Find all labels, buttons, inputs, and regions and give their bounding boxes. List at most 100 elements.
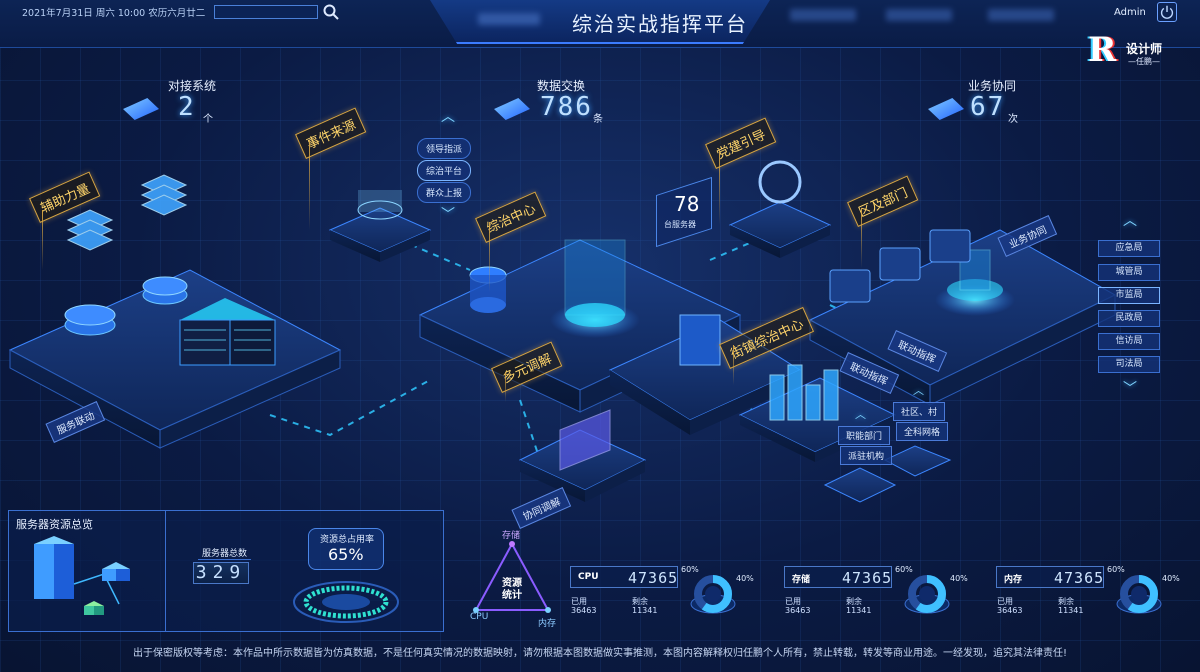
event-source-public[interactable]: 群众上报: [417, 182, 472, 203]
metric-value: 47365: [1054, 569, 1105, 587]
metric-left-label: 剩余: [632, 597, 648, 606]
arrow-up-icon: ︿: [855, 408, 866, 421]
dept-market[interactable]: 市监局: [1098, 287, 1160, 304]
metric-pct-left: 40%: [1162, 574, 1180, 583]
metric-used-value: 36463: [571, 606, 597, 615]
dept-civil[interactable]: 民政局: [1098, 310, 1160, 327]
metric-pct-left: 40%: [950, 574, 968, 583]
event-source-platform[interactable]: 综治平台: [417, 160, 472, 181]
stat-label-coop: 业务协同: [968, 79, 1017, 93]
triangle-right: 内存: [538, 619, 557, 629]
stat-label-exchange: 数据交换: [537, 79, 586, 93]
triangle-center-1: 资源: [502, 578, 522, 589]
logo-letter: R: [1088, 30, 1117, 70]
metric-pct-used: 60%: [1107, 565, 1125, 574]
usage-label: 资源总占用率: [320, 535, 375, 545]
metric-left-value: 11341: [1058, 606, 1084, 615]
server-total-label: 服务器总数: [198, 546, 252, 560]
metric-header-box: [996, 566, 1104, 588]
metric-used-label: 已用: [997, 597, 1013, 606]
metric-header-box: [570, 566, 678, 588]
metric-pct-left: 40%: [736, 574, 754, 583]
metric-used-label: 已用: [785, 597, 801, 606]
tag-line: [505, 372, 506, 402]
dept-petition[interactable]: 信访局: [1098, 333, 1160, 350]
dept-emergency[interactable]: 应急局: [1098, 240, 1160, 257]
dept-city-mgmt[interactable]: 城管局: [1098, 264, 1160, 281]
logo-subtext: —任鹏—: [1128, 57, 1160, 66]
stat-unit-coop: 次: [1008, 114, 1018, 125]
tag-line: [309, 140, 310, 230]
metric-used-label: 已用: [571, 597, 587, 606]
dept-justice[interactable]: 司法局: [1098, 356, 1160, 373]
arrow-down-icon: ﹀: [1123, 381, 1137, 397]
metric-pct-used: 60%: [895, 565, 913, 574]
metric-value: 47365: [628, 569, 679, 587]
blurred-nav-2: [886, 9, 952, 21]
blurred-nav-1: [790, 9, 856, 21]
metric-left-value: 11341: [632, 606, 658, 615]
usage-value: 65%: [328, 545, 364, 564]
metric-left-value: 11341: [846, 606, 872, 615]
power-icon[interactable]: [1157, 2, 1177, 22]
metric-pct-used: 60%: [681, 565, 699, 574]
stat-unit-exchange: 条: [593, 114, 603, 125]
datetime-text: 2021年7月31日 周六 10:00 农历六月廿二: [22, 8, 206, 19]
event-source-leader[interactable]: 领导指派: [417, 138, 472, 159]
server-count-value: 78: [674, 192, 700, 216]
blurred-nav-3: [988, 9, 1054, 21]
stat-value-exchange: 786: [540, 92, 593, 122]
server-total-value: 329: [193, 562, 249, 584]
stat-value-systems: 2: [178, 92, 196, 122]
metric-ring-chart: [904, 575, 950, 614]
arrow-up-icon: ︿: [441, 109, 455, 125]
triangle-top: 存储: [502, 531, 521, 541]
server-rack-icon: [34, 536, 130, 615]
metric-name: 内存: [1004, 575, 1023, 585]
resource-triangle: [473, 541, 551, 613]
metric-ring-fill: [694, 575, 732, 613]
usage-plate: [308, 528, 384, 570]
stat-diamond-icon: [117, 98, 166, 120]
metric-name: CPU: [578, 572, 599, 582]
tag-line: [489, 222, 490, 292]
metric-header-box: [784, 566, 892, 588]
arrow-up-icon: ︿: [1123, 213, 1137, 229]
metric-ring-chart: [690, 575, 736, 614]
tag-line: [719, 150, 720, 225]
server-count-label: 台服务器: [664, 220, 696, 229]
tag-line: [42, 210, 43, 270]
stat-diamond-icon: [922, 98, 971, 120]
stat-unit-systems: 个: [203, 114, 213, 125]
resource-panel-title: 服务器资源总览: [16, 518, 93, 531]
arrow-down-icon: ﹀: [441, 207, 455, 223]
metric-ring-chart: [1116, 575, 1162, 614]
usage-dial: [293, 581, 399, 623]
stat-label-systems: 对接系统: [168, 79, 217, 93]
metric-name: 存储: [792, 575, 811, 585]
triangle-center-2: 统计: [502, 590, 522, 601]
arrow-up-icon: ︿: [913, 384, 924, 397]
page-title: 综治实战指挥平台: [572, 12, 748, 36]
stat-value-coop: 67: [970, 92, 1006, 122]
panel-divider: [165, 510, 166, 632]
metric-value: 47365: [842, 569, 893, 587]
tag-line: [733, 345, 734, 385]
node-func-dept[interactable]: 职能部门: [838, 426, 891, 445]
tag-line: [861, 208, 862, 268]
node-station[interactable]: 派驻机构: [840, 446, 893, 465]
triangle-left: CPU: [470, 612, 489, 622]
blurred-nav-left: [478, 13, 540, 25]
metric-ring-fill: [1120, 575, 1158, 613]
search-input[interactable]: [214, 5, 318, 19]
metric-used-value: 36463: [997, 606, 1023, 615]
user-name[interactable]: Admin: [1114, 7, 1146, 18]
metric-left-label: 剩余: [846, 597, 862, 606]
metric-used-value: 36463: [785, 606, 811, 615]
footer-disclaimer: 出于保密版权等考虑：本作品中所示数据皆为仿真数据，不是任何真实情况的数据映射，请…: [132, 648, 1067, 659]
search-icon[interactable]: [322, 3, 340, 21]
node-grid[interactable]: 全科网格: [896, 422, 949, 441]
node-community[interactable]: 社区、村: [893, 402, 946, 421]
logo-text: 设计师: [1126, 42, 1163, 56]
isometric-scene: [8, 160, 1117, 503]
